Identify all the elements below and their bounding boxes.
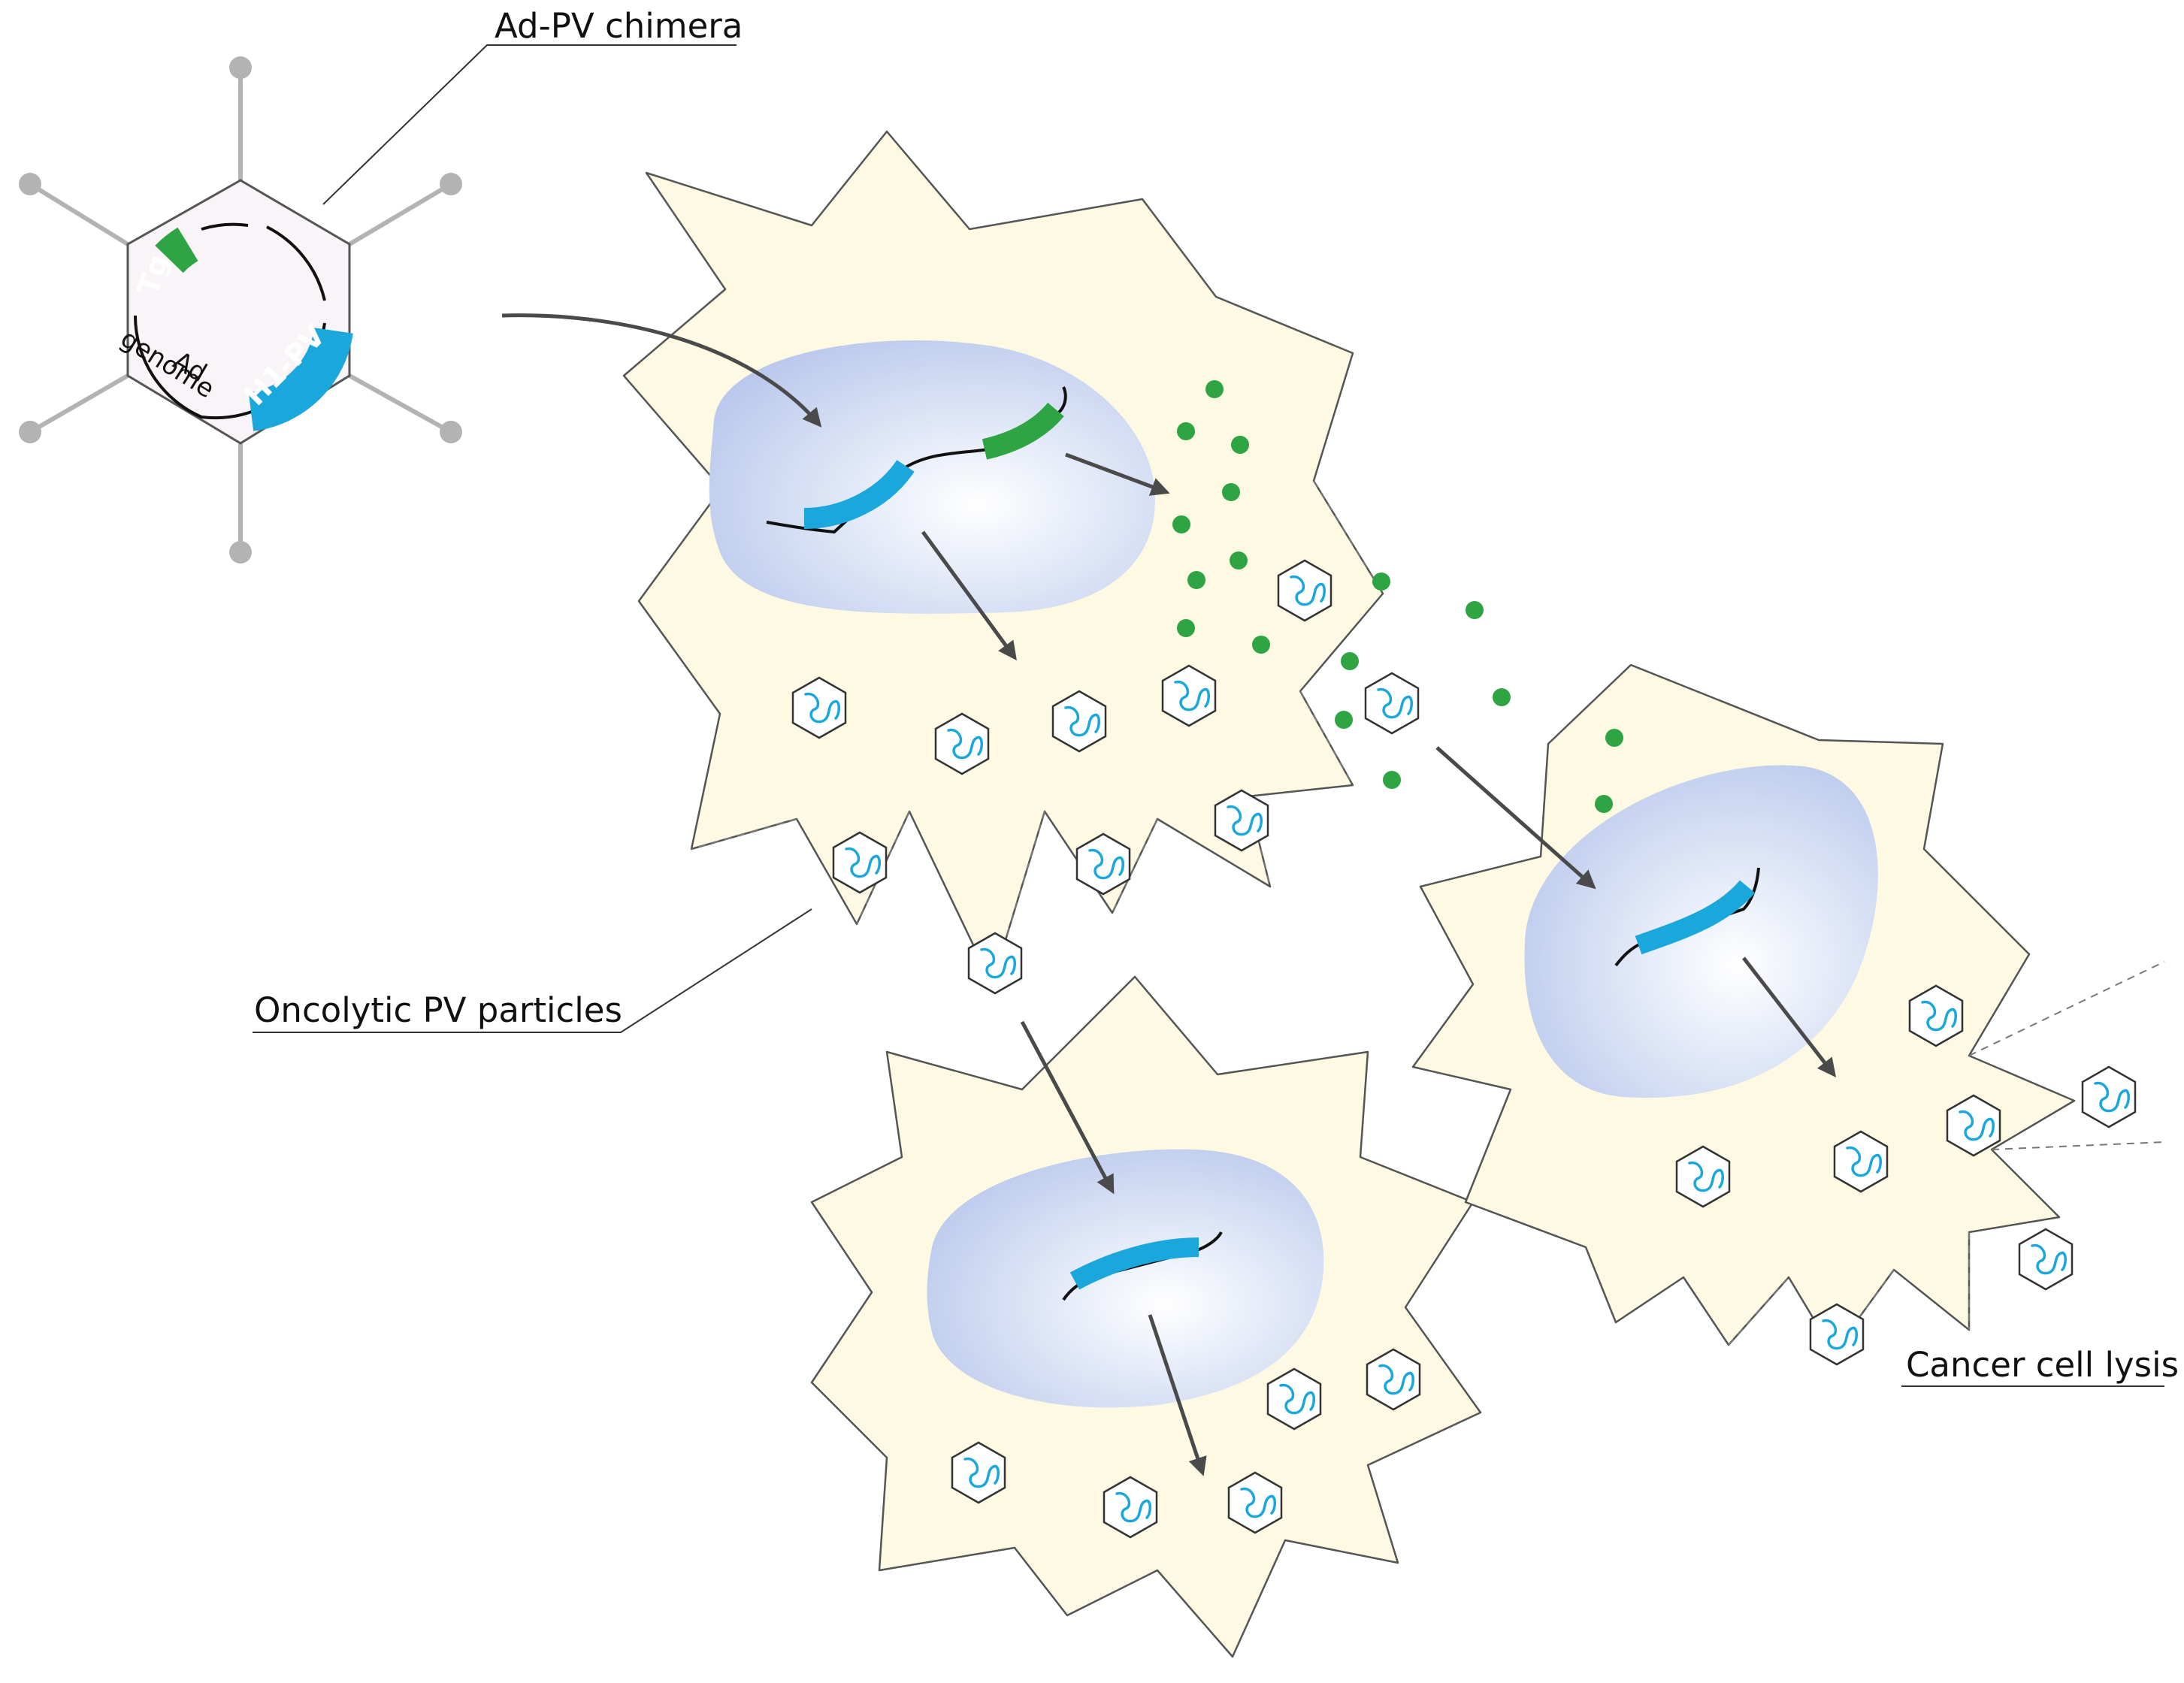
transgene-product-dot-icon <box>1177 422 1195 440</box>
ad-pv-chimera-virion: Tg H1-PV Ad genome <box>19 56 462 564</box>
arrow-icon <box>1020 1020 1115 1195</box>
arrow-icon <box>501 313 822 428</box>
hexagon-capsid-icon <box>126 179 351 445</box>
arrow-icon <box>1742 956 1837 1077</box>
transgene-segment <box>155 227 199 273</box>
arrow-icon <box>1435 746 1596 890</box>
callout-cancer-cell-lysis: Cancer cell lysis <box>1906 1345 2179 1385</box>
transgene-product-dot-icon <box>1172 515 1190 533</box>
transgene-product-dot-icon <box>1187 571 1205 589</box>
transgene-product-dot-icon <box>1231 436 1249 454</box>
cell-1-pv-insert <box>803 459 915 529</box>
cell-2-nucleus <box>927 1149 1324 1408</box>
transgene-product-dot-icon <box>1493 688 1511 706</box>
process-arrows <box>501 313 1837 1476</box>
transgene-product-dot-icon <box>1177 619 1195 637</box>
cell-2-pv-insert <box>1069 1237 1199 1290</box>
callout-oncolytic-pv-particles: Oncolytic PV particles <box>254 990 622 1030</box>
capsid-spikes <box>19 56 462 564</box>
transgene-product-dot-icon <box>1222 483 1240 501</box>
transgene-product-dot-icon <box>1252 636 1270 654</box>
transgene-product-dot-icon <box>1466 601 1484 619</box>
transgene-product-dot-icon <box>1595 795 1613 813</box>
callout-ad-pv-chimera: Ad-PV chimera <box>495 6 743 46</box>
arrow-icon <box>921 530 1017 661</box>
cancer-cell-1 <box>622 130 1384 986</box>
pv-insert-segment <box>247 327 353 431</box>
transgene-product-dot-icon <box>1372 573 1390 591</box>
cancer-cell-2 <box>810 975 1482 1658</box>
arrow-icon <box>1065 452 1170 496</box>
transgene-product-dot-icon <box>1605 729 1623 747</box>
transgene-product-dots <box>1172 380 1623 813</box>
pv-particle-icon <box>1364 672 1420 735</box>
transgene-product-dot-icon <box>1341 652 1359 670</box>
cell-3-pv-insert <box>1635 880 1755 955</box>
pv-particle-icon <box>2081 1065 2137 1129</box>
transgene-product-dot-icon <box>1205 380 1224 398</box>
transgene-product-dot-icon <box>1230 551 1248 570</box>
callout-lines <box>253 44 2164 1387</box>
transgene-product-dot-icon <box>1335 711 1353 729</box>
transgene-product-dot-icon <box>1383 771 1401 789</box>
arrow-icon <box>1148 1314 1207 1476</box>
pv-particle-icon <box>2018 1228 2074 1291</box>
cell-1-transgene-insert <box>982 402 1064 460</box>
